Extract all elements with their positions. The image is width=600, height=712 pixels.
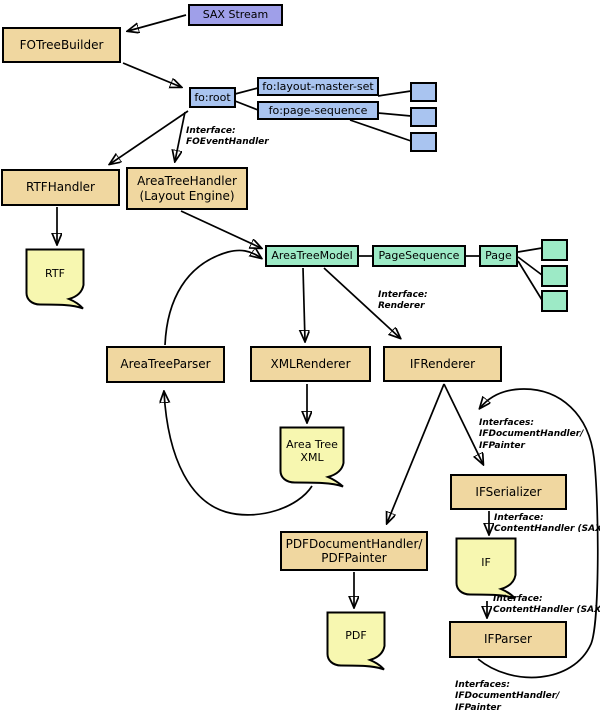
node-rtfhandler: RTFHandler <box>1 169 120 206</box>
node-ifserializer: IFSerializer <box>450 474 567 510</box>
link-pagesequence-square1 <box>377 90 412 97</box>
label-interface-contenthandler-lower: Interface: ContentHandler (SAX) <box>493 594 600 617</box>
arrow-fotreebuilder-to-foroot <box>122 62 181 87</box>
document-areatree-xml-label: Area Tree XML <box>279 426 345 477</box>
page-child-square-3 <box>541 290 568 312</box>
page-child-square-2 <box>541 265 568 287</box>
link-page-square1 <box>517 247 543 253</box>
label-line: IFPainter <box>455 702 501 712</box>
node-sax-stream-label: SAX Stream <box>202 8 269 22</box>
label-line: Interface: <box>378 290 428 300</box>
node-ifparser: IFParser <box>449 621 567 658</box>
label-line: IFDocumentHandler/ <box>455 691 560 702</box>
node-rtfhandler-label: RTFHandler <box>26 180 95 195</box>
page-child-square-1 <box>541 239 568 261</box>
node-pdfdocumenthandler-label-line2: PDFPainter <box>321 551 387 565</box>
label-interface-contenthandler-upper: Interface: ContentHandler (SAX) <box>494 513 600 536</box>
node-ifserializer-label: IFSerializer <box>475 484 542 499</box>
label-line: Interface: <box>494 513 544 523</box>
document-pdf-label: PDF <box>345 628 367 642</box>
node-fo-layout-master-set: fo:layout-master-set <box>257 77 379 96</box>
label-line: ContentHandler (SAX) <box>494 524 600 535</box>
label-interfaces-ifdocumenthandler-lower: Interfaces: IFDocumentHandler/ IFPainter <box>455 680 559 712</box>
label-line: Interface: <box>493 594 543 604</box>
label-interfaces-ifdocumenthandler-upper: Interfaces: IFDocumentHandler/ IFPainter <box>479 418 583 452</box>
node-fo-root-label: fo:root <box>194 90 231 104</box>
node-areatreemodel: AreaTreeModel <box>265 245 359 267</box>
document-areatree-xml-line2: XML <box>300 451 324 465</box>
node-page: Page <box>479 245 518 267</box>
label-line: Interfaces: <box>455 680 510 690</box>
label-line: ContentHandler (SAX) <box>493 605 600 616</box>
document-shape-icon <box>326 611 386 671</box>
node-pagesequence: PageSequence <box>372 245 466 267</box>
node-areatreehandler: AreaTreeHandler (Layout Engine) <box>126 167 248 210</box>
arrow-ifrenderer-to-ifserializer <box>443 383 483 464</box>
label-interface-renderer: Interface: Renderer <box>378 290 428 313</box>
document-shape-icon <box>279 426 345 488</box>
link-page-square2 <box>517 256 543 276</box>
link-pagesequence-square2 <box>377 112 412 117</box>
arrow-areatreehandler-to-areatreemodel <box>180 210 261 248</box>
document-areatree-xml: Area Tree XML <box>279 426 345 488</box>
node-sax-stream: SAX Stream <box>188 4 283 26</box>
node-ifparser-label: IFParser <box>484 632 532 647</box>
arrow-areatreemodel-to-xmlrenderer <box>303 267 305 341</box>
node-areatreehandler-label-line2: (Layout Engine) <box>139 188 235 203</box>
fo-child-square-3 <box>410 132 437 152</box>
label-line: IFDocumentHandler/ <box>479 429 584 440</box>
label-line: IFPainter <box>479 440 525 451</box>
document-rtf: RTF <box>25 248 85 310</box>
label-line: Interfaces: <box>479 418 534 428</box>
node-pagesequence-label: PageSequence <box>378 249 460 263</box>
node-pdfdocumenthandler-label-line1: PDFDocumentHandler/ <box>285 536 423 551</box>
node-fo-page-sequence-label: fo:page-sequence <box>268 103 368 117</box>
arrow-foroot-to-areatreehandler <box>175 111 186 161</box>
node-areatreemodel-label: AreaTreeModel <box>271 249 353 263</box>
node-fo-root: fo:root <box>189 87 236 108</box>
node-pdfdocumenthandler: PDFDocumentHandler/ PDFPainter <box>280 531 428 571</box>
arrow-saxstream-to-fotreebuilder <box>128 14 187 31</box>
node-xmlrenderer-label: XMLRenderer <box>270 356 351 371</box>
arrow-foroot-to-rtfhandler <box>110 110 189 164</box>
label-interface-foeventhandler: Interface: FOEventHandler <box>186 126 269 149</box>
document-if-label: IF <box>481 555 491 569</box>
arrow-areatreeparser-to-areatreemodel <box>164 250 261 346</box>
label-line: Renderer <box>378 301 425 312</box>
arrow-ifrenderer-to-pdfdocumenthandler <box>387 383 445 523</box>
node-areatreehandler-label-line1: AreaTreeHandler <box>137 174 237 189</box>
node-areatreeparser-label: AreaTreeParser <box>120 357 211 372</box>
node-xmlrenderer: XMLRenderer <box>250 346 371 382</box>
label-line: FOEventHandler <box>186 137 269 148</box>
node-ifrenderer: IFRenderer <box>383 346 502 382</box>
fo-child-square-1 <box>410 82 437 102</box>
node-page-label: Page <box>485 249 512 263</box>
node-areatreeparser: AreaTreeParser <box>106 346 225 383</box>
fo-child-square-2 <box>410 107 437 127</box>
node-fo-page-sequence: fo:page-sequence <box>257 101 379 120</box>
document-shape-icon <box>455 537 517 600</box>
node-fo-layout-master-set-label: fo:layout-master-set <box>262 79 374 93</box>
document-rtf-label: RTF <box>45 266 65 280</box>
link-pagesequence-square3 <box>349 119 412 142</box>
node-fotreebuilder: FOTreeBuilder <box>2 27 121 63</box>
document-pdf: PDF <box>326 611 386 671</box>
label-line: Interface: <box>186 126 236 136</box>
document-areatree-xml-line1: Area Tree <box>286 437 338 451</box>
link-foroot-pagesequence <box>234 100 259 111</box>
node-ifrenderer-label: IFRenderer <box>409 356 476 371</box>
node-fotreebuilder-label: FOTreeBuilder <box>19 37 104 52</box>
link-page-square3 <box>517 260 543 301</box>
link-foroot-layoutmasterset <box>234 87 259 95</box>
document-if: IF <box>455 537 517 600</box>
document-shape-icon <box>25 248 85 310</box>
